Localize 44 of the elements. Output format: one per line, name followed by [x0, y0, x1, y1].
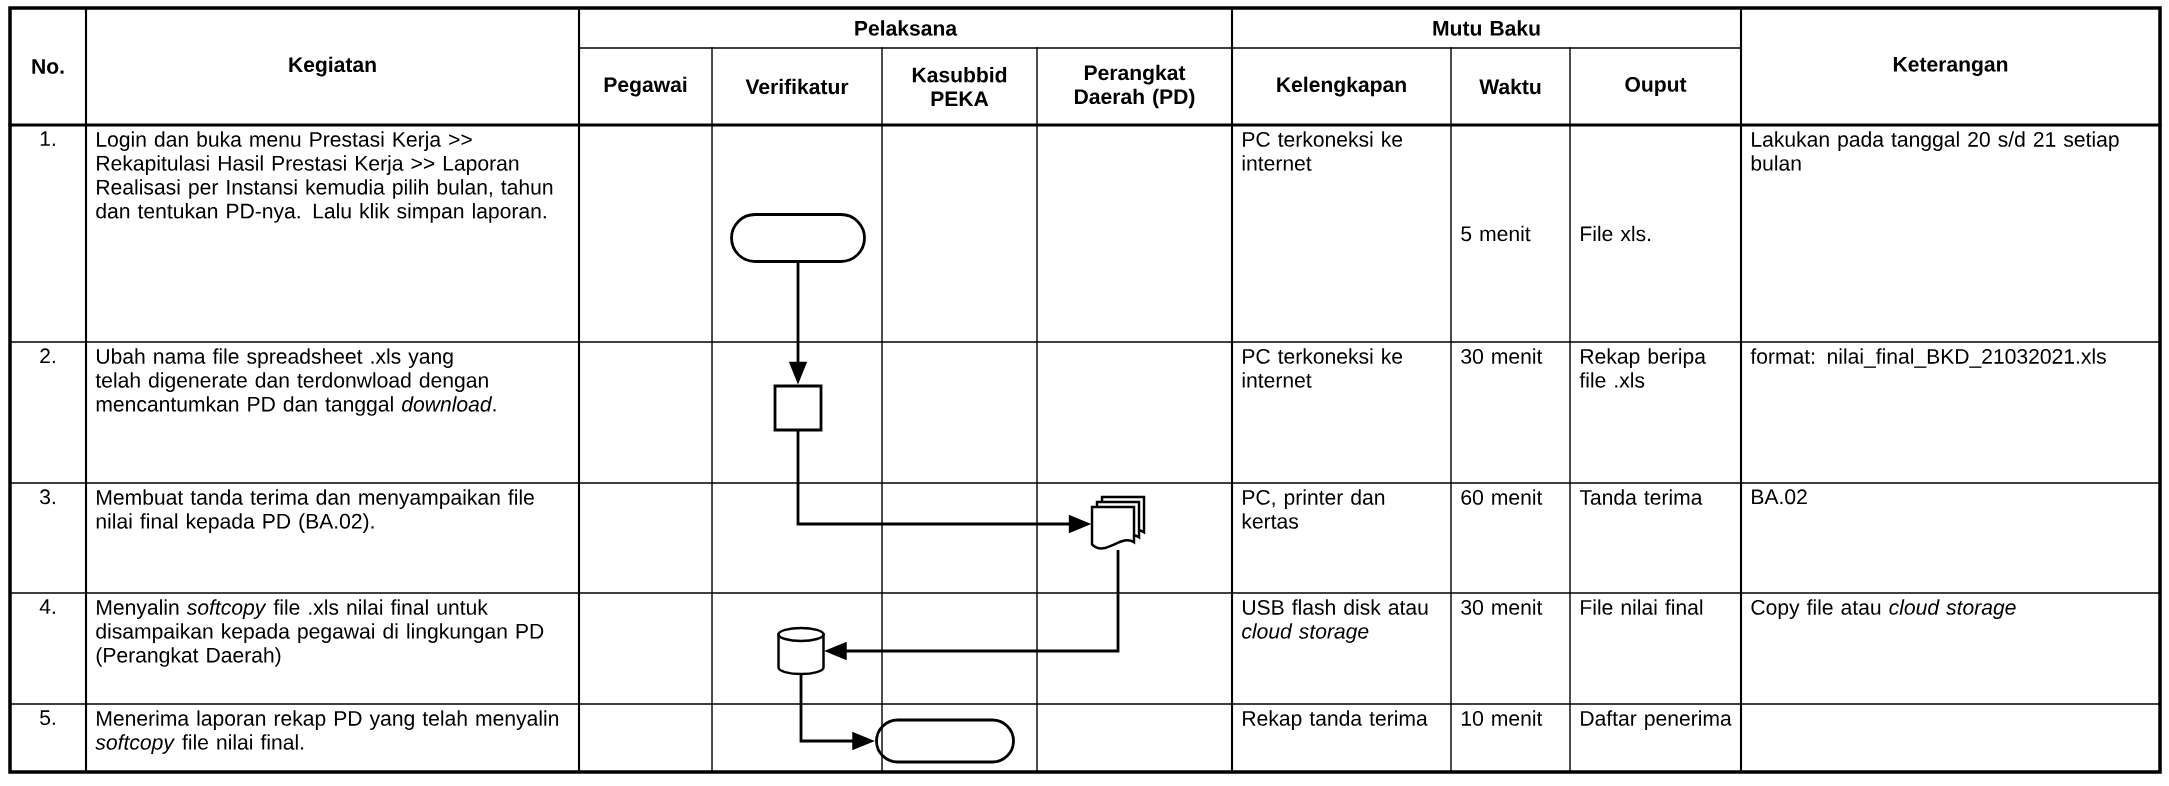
column-header: Pelaksana	[855, 20, 958, 36]
cell-text: Tanda terima	[1579, 489, 1703, 505]
column-header: Kelengkapan	[1277, 76, 1406, 97]
cell-text: PC, printer dan kertas	[1242, 489, 1385, 529]
cell-text: Menerima laporan rekap PD yang telah menyalin softcopy file nilai final.	[95, 710, 559, 754]
row-number: 2.	[40, 348, 55, 364]
cell-text: Ubah nama file spreadsheet .xls yang telah digenerate dan terdonwload dengan mencantumkan PD dan tanggal download.	[95, 348, 496, 416]
cell-text: Menyalin softcopy file .xls nilai final untuk disampaikan kepada pegawai di lingkungan PD (Perangkat Daerah)	[96, 599, 544, 667]
row-number: 4.	[39, 599, 55, 614]
row-number: 5.	[40, 710, 55, 726]
column-header: Verifikatur	[745, 78, 849, 95]
cell-text: 60 menit	[1461, 489, 1543, 505]
cell-text: Lakukan pada tanggal 20 s/d 21 setiap bulan	[1751, 131, 2119, 171]
cell-text: Copy file atau cloud storage	[1751, 599, 2016, 619]
process-box	[773, 384, 823, 432]
column-header: Keterangan	[1893, 57, 2008, 76]
cell-text: Login dan buka menu Prestasi Kerja >> Rekapitulasi Hasil Prestasi Kerja >> Laporan Realisasi per Instansi kemudia pilih bulan, tahun dan tentukan PD-nya. Lalu klik simpan laporan.	[96, 131, 553, 223]
cell-text: Rekap beripa file .xls	[1579, 348, 1706, 388]
cell-text: Daftar penerima	[1581, 710, 1732, 730]
column-header: Pegawai	[604, 76, 687, 97]
row-number: 3.	[40, 489, 55, 505]
column-header: No.	[32, 59, 64, 74]
column-header: Mutu Baku	[1433, 20, 1540, 36]
cell-text: 5 menit	[1461, 225, 1531, 242]
cell-text: 30 menit	[1461, 599, 1543, 615]
cell-text: 10 menit	[1461, 710, 1543, 726]
column-header: Ouput	[1625, 76, 1687, 97]
cell-text: File xls.	[1581, 225, 1651, 242]
row-number: 1.	[40, 131, 55, 146]
cell-text: Membuat tanda terima dan menyampaikan file nilai final kepada PD (BA.02).	[96, 489, 534, 533]
cell-text: PC terkoneksi ke internet	[1242, 348, 1403, 388]
cell-text: format: nilai_final_BKD_21032021.xls	[1750, 348, 2106, 368]
cell-text: 30 menit	[1461, 348, 1543, 364]
database-cylinder	[777, 626, 825, 676]
column-header: Kegiatan	[289, 56, 376, 77]
cell-text: Rekap tanda terima	[1243, 710, 1428, 730]
cell-text: File nilai final	[1581, 599, 1703, 615]
column-header: Kasubbid PEKA	[912, 66, 1007, 107]
cell-text: PC terkoneksi ke internet	[1242, 131, 1403, 171]
column-header: Perangkat Daerah (PD)	[1075, 64, 1195, 109]
cell-text: BA.02	[1752, 489, 1807, 505]
document-stack	[1090, 495, 1146, 550]
cell-text: USB flash disk atau cloud storage	[1242, 599, 1428, 643]
column-header: Waktu	[1479, 78, 1541, 95]
